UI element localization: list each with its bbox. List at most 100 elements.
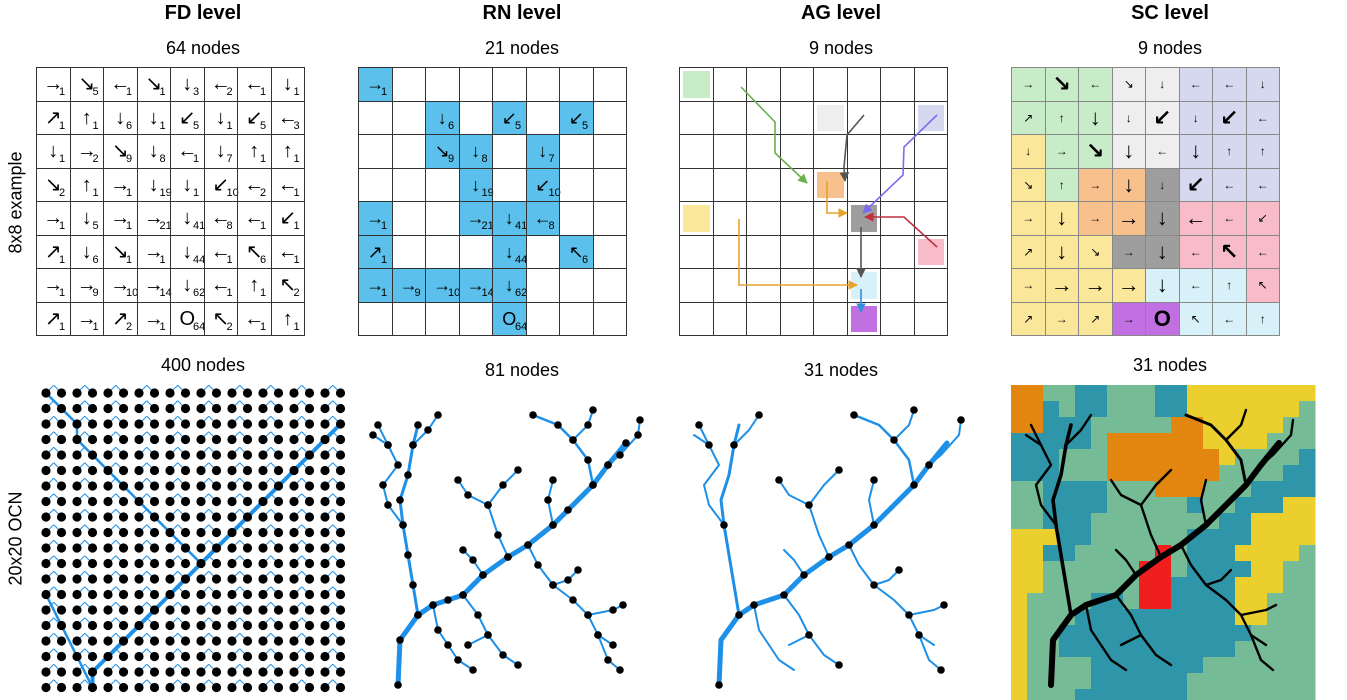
sc-cell: ↓ (1245, 67, 1280, 102)
node (56, 574, 67, 584)
rn-cell (559, 167, 594, 202)
river-reach (783, 549, 805, 576)
rn-cell (525, 67, 560, 102)
node (180, 388, 191, 398)
node (149, 434, 160, 445)
river-reach (457, 479, 489, 506)
subcatchment-cell (1027, 465, 1044, 482)
subcatchment-cell (1091, 529, 1108, 546)
subcatchment-cell (1219, 465, 1236, 482)
node (56, 419, 67, 429)
flow-direction-arrow: ↓ (504, 241, 514, 262)
node (118, 434, 129, 445)
subcatchment-cell (1155, 529, 1172, 546)
drainage-area-label: 6 (126, 119, 133, 132)
subcatchment-cell (1171, 561, 1188, 578)
flow-direction-arrow: → (466, 208, 485, 229)
flow-direction-arrow: ↙ (279, 207, 297, 230)
drainage-area-label: 8 (226, 220, 233, 232)
sc-cell: ↖ (1245, 268, 1280, 303)
subcatchment-cell (1027, 449, 1044, 466)
node (335, 589, 346, 600)
flow-direction-arrow: ↖ (212, 307, 230, 330)
sc-cell: ← (1212, 67, 1247, 102)
subcatchment-cell (1091, 673, 1108, 690)
node (72, 419, 82, 429)
flow-direction-arrow: ← (244, 307, 265, 330)
node (227, 636, 237, 646)
subcatchment-cell (1251, 433, 1268, 450)
sc-cell: → (1111, 234, 1146, 269)
drainage-area-label: 5 (260, 119, 267, 132)
subcatchment-cell (1011, 609, 1028, 626)
node (149, 481, 160, 491)
subcatchment-cell (1155, 673, 1172, 690)
subcatchment-cell (1171, 673, 1188, 690)
fd-cell: ↓7 (203, 134, 238, 169)
node (304, 574, 315, 584)
subcatchment-cell (1075, 529, 1092, 546)
river-reach (918, 634, 942, 671)
flow-direction-arrow: ↑ (81, 173, 92, 196)
river-reach (719, 423, 741, 617)
node (825, 553, 833, 561)
drainage-area-label: 1 (126, 86, 133, 98)
drainage-area-label: 21 (159, 220, 172, 232)
subcatchment-cell (1011, 497, 1028, 514)
flow-direction-arrow: ↓ (504, 275, 514, 296)
node (409, 581, 417, 589)
node (304, 636, 315, 646)
node (118, 589, 129, 600)
node (196, 450, 206, 460)
node (56, 434, 67, 445)
flow-direction-arrow: → (1022, 77, 1035, 92)
rn-cell: ↗1 (358, 234, 393, 269)
subcatchment-cell (1219, 641, 1236, 658)
subcatchment-cell (1043, 401, 1060, 418)
rn-cell: ↓19 (458, 167, 494, 202)
node (134, 651, 144, 662)
node (87, 403, 98, 414)
flow-direction-arrow: ↓ (1192, 110, 1199, 125)
sc-cell: ↙ (1212, 100, 1247, 135)
node (134, 589, 144, 600)
drainage-area-label: 2 (293, 287, 300, 299)
node (149, 403, 160, 414)
node (87, 481, 98, 491)
node (180, 450, 191, 460)
rn-cell (458, 67, 493, 102)
flow-direction-arrow: ↙ (1153, 104, 1172, 130)
node (464, 641, 472, 649)
sc-bottom-nodes: 31 nodes (1132, 355, 1208, 375)
node (180, 558, 191, 569)
rn-cell (391, 234, 426, 269)
subcatchment-cell (1107, 561, 1124, 578)
flow-direction-arrow: ↙ (568, 107, 584, 128)
drainage-area-label: 64 (193, 320, 206, 333)
drainage-area-label: 1 (92, 186, 99, 199)
drainage-area-label: 9 (448, 153, 455, 165)
subcatchment-cell (1267, 481, 1284, 498)
drainage-area-label: 3 (293, 119, 300, 132)
node (384, 441, 392, 449)
drainage-area-label: 44 (193, 253, 206, 266)
subcatchment-cell (1059, 481, 1076, 498)
subcatchment-cell (1187, 657, 1204, 674)
flow-direction-arrow: ↗ (1023, 110, 1034, 125)
drainage-area-label: 9 (414, 287, 421, 299)
river-reach (733, 414, 760, 446)
river-reach (1249, 633, 1275, 672)
rn-cell (492, 67, 527, 102)
subcatchment-cell (1283, 641, 1300, 658)
flow-direction-arrow: → (1122, 244, 1135, 259)
subcatchment-cell (1235, 449, 1252, 466)
flow-direction-arrow: ↓ (182, 274, 193, 297)
rn-cell (559, 201, 594, 236)
node (549, 476, 557, 484)
subcatchment-cell (1155, 641, 1172, 658)
node (180, 403, 191, 414)
node (320, 620, 330, 631)
node (165, 589, 175, 600)
rn-cell: ↓62 (492, 268, 527, 303)
node (196, 667, 206, 677)
